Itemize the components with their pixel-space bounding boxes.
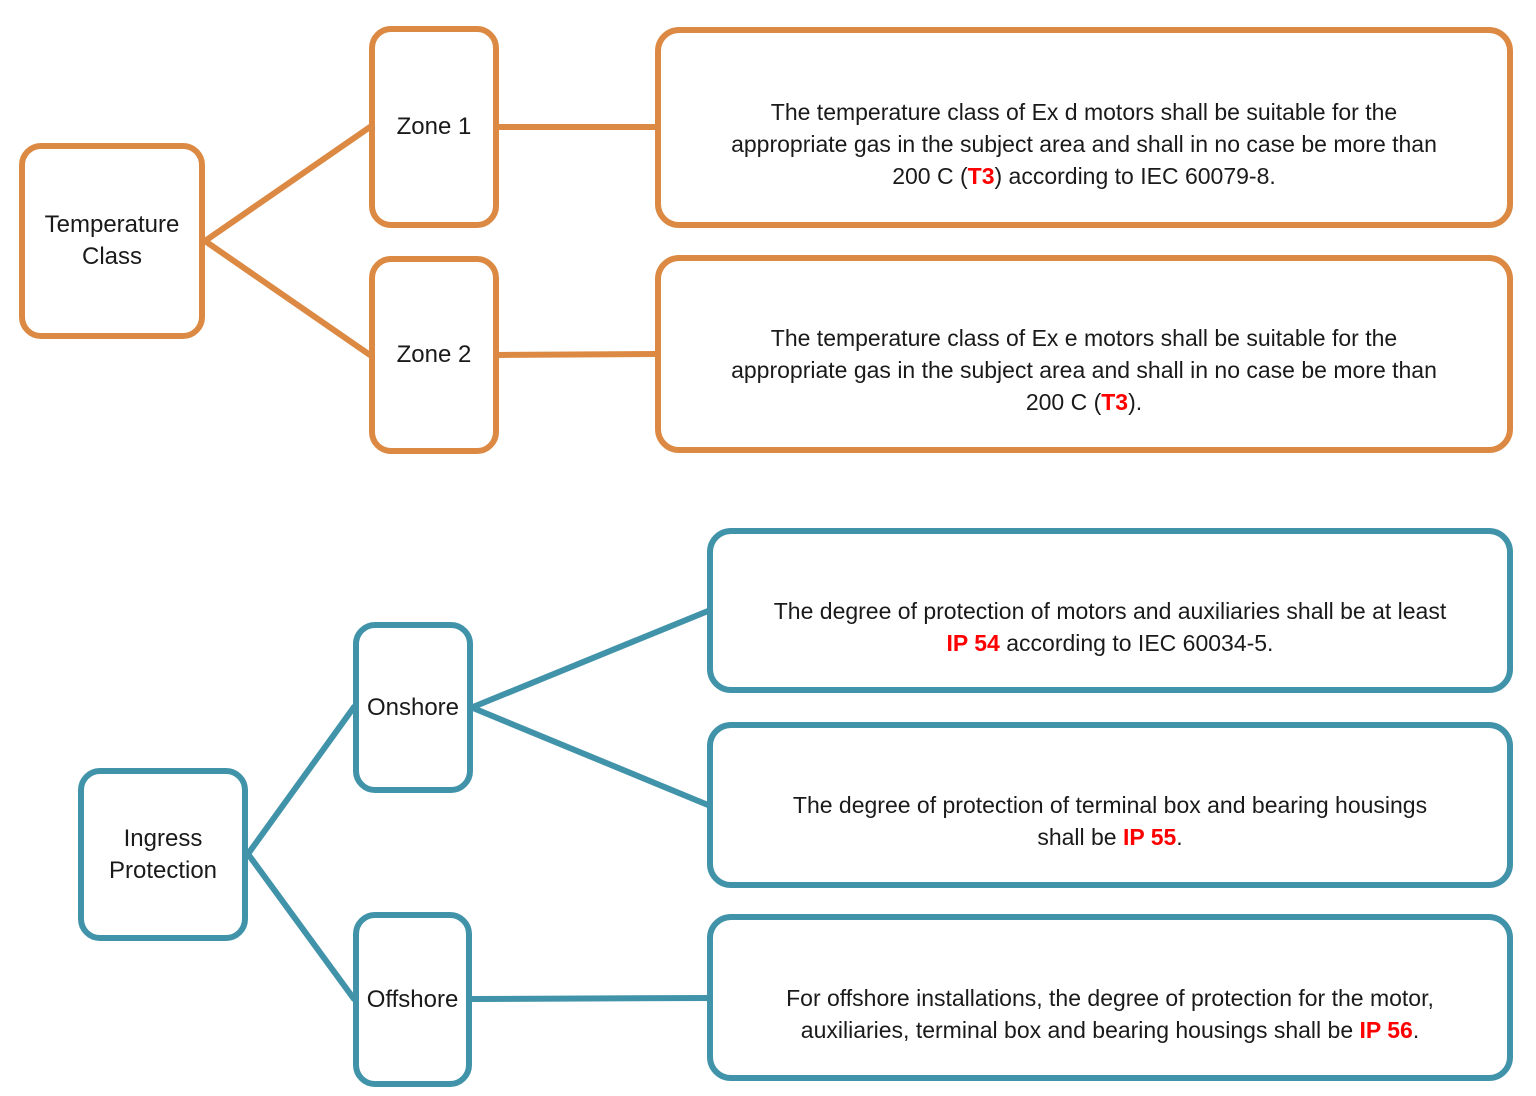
ip55-detail-highlight: IP 55: [1122, 824, 1177, 850]
zone1-label: Zone 1: [396, 113, 472, 140]
ip56-detail-post: .: [1412, 1016, 1420, 1043]
connector-onshore-to-ip54: [470, 608, 711, 710]
connector-ingress-to-offshore: [245, 851, 357, 1002]
zone2-detail-box: The temperature class of Ex e motors sha…: [655, 255, 1513, 453]
zone2-node: Zone 2: [369, 256, 499, 454]
onshore-node: Onshore: [353, 622, 473, 793]
ip54-detail-text: The degree of protection of motors and a…: [768, 563, 1453, 659]
connector-onshore-to-ip55: [470, 705, 711, 808]
zone1-detail-pre: The temperature class of Ex d motors sha…: [731, 98, 1437, 189]
zone1-detail-post: ) according to IEC 60079-8.: [994, 162, 1276, 189]
ip54-detail-post: according to IEC 60034-5.: [999, 629, 1274, 656]
zone2-detail-post: ).: [1128, 389, 1143, 415]
zone2-label: Zone 2: [396, 341, 472, 368]
ip56-detail-pre: For offshore installations, the degree o…: [786, 984, 1434, 1043]
ip55-detail-post: .: [1176, 824, 1183, 850]
ip56-detail-text: For offshore installations, the degree o…: [780, 950, 1440, 1046]
zone1-detail-text: The temperature class of Ex d motors sha…: [725, 64, 1443, 192]
connector-zone2-to-detail: [495, 351, 659, 358]
ip55-detail-pre: The degree of protection of terminal box…: [792, 792, 1428, 850]
ip54-detail-pre: The degree of protection of motors and a…: [773, 597, 1447, 624]
connector-offshore-to-ip56: [468, 995, 711, 1002]
connector-temp-to-zone1: [202, 124, 373, 244]
zone1-detail-box: The temperature class of Ex d motors sha…: [655, 27, 1513, 228]
zone1-node: Zone 1: [369, 26, 499, 228]
offshore-node: Offshore: [353, 912, 472, 1087]
ip55-detail-text: The degree of protection of terminal box…: [787, 757, 1433, 853]
zone2-detail-highlight: T3: [1101, 389, 1129, 415]
ip54-detail-highlight: IP 54: [946, 629, 1000, 656]
zone1-detail-highlight: T3: [967, 162, 995, 189]
zone2-detail-pre: The temperature class of Ex e motors sha…: [731, 325, 1437, 415]
ip55-detail-box: The degree of protection of terminal box…: [707, 722, 1513, 888]
connector-temp-to-zone2: [202, 238, 373, 358]
connector-ingress-to-onshore: [245, 704, 357, 857]
offshore-label: Offshore: [366, 985, 459, 1013]
ip54-detail-box: The degree of protection of motors and a…: [707, 528, 1513, 693]
onshore-label: Onshore: [366, 693, 460, 721]
ip56-detail-highlight: IP 56: [1359, 1016, 1413, 1043]
zone2-detail-text: The temperature class of Ex e motors sha…: [725, 290, 1443, 418]
ingress-protection-label: Ingress Protection: [108, 824, 218, 884]
temperature-class-node: Temperature Class: [19, 143, 205, 339]
temperature-class-label: Temperature Class: [44, 211, 180, 270]
ip56-detail-box: For offshore installations, the degree o…: [707, 914, 1513, 1081]
ingress-protection-node: Ingress Protection: [78, 768, 248, 941]
